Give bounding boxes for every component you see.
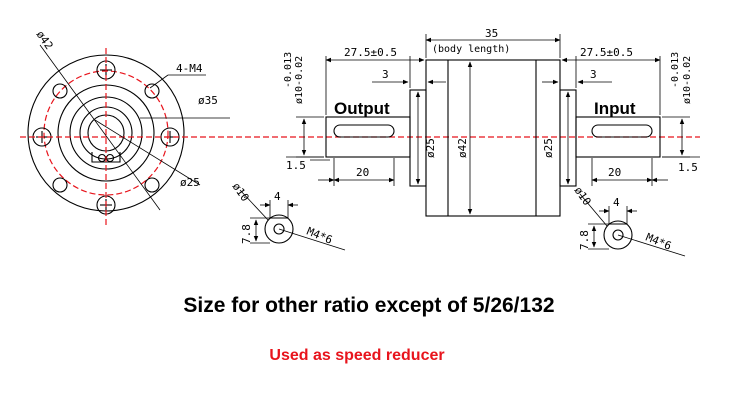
dim-key-offset-right: 1.5 [678, 161, 698, 174]
shaft-section-right: ø10 4 7.8 M4*6 [572, 184, 686, 257]
sec-dia-left: ø10 [230, 180, 252, 204]
tol-left-lower: ø10-0.02 [294, 56, 305, 104]
sec-flat-right: 4 [613, 196, 620, 209]
tol-left-upper: -0.013 [283, 52, 294, 88]
input-shaft [575, 116, 661, 158]
sec-thread-left: M4*6 [305, 225, 334, 247]
output-shaft [325, 116, 411, 158]
side-view: ø25 ø42 ø25 35 (body length) 27.5±0.5 3 … [283, 27, 700, 217]
dim-boss-front: ø25 [180, 176, 200, 189]
dim-shaft-left: 27.5±0.5 [344, 46, 397, 59]
input-label: Input [594, 99, 636, 118]
main-caption: Size for other ratio except of 5/26/132 [183, 294, 555, 317]
sub-caption: Used as speed reducer [269, 347, 445, 364]
dim-step-left: 3 [382, 68, 389, 81]
output-key-slot [333, 124, 395, 138]
input-key-slot [591, 124, 653, 138]
dim-key-len-left: 20 [356, 166, 369, 179]
sec-dia-right: ø10 [572, 184, 594, 208]
body-length-note: (body length) [432, 44, 510, 55]
sec-thread-right: M4*6 [644, 231, 673, 253]
dim-pitch-circle: ø35 [198, 94, 218, 107]
shaft-section-left: ø10 4 7.8 M4*6 [230, 180, 346, 251]
tol-right-upper: -0.013 [670, 52, 681, 88]
dim-body-length: 35 [485, 27, 498, 40]
gearbox-body [425, 59, 561, 217]
output-label: Output [334, 99, 390, 118]
dim-key-offset-left: 1.5 [286, 159, 306, 172]
dim-step-right: 3 [590, 68, 597, 81]
sec-h-right: 7.8 [578, 230, 591, 250]
dim-key-len-right: 20 [608, 166, 621, 179]
dim-body-dia: ø42 [456, 138, 469, 158]
dim-hub-right: ø25 [542, 138, 555, 158]
dim-shaft-right: 27.5±0.5 [580, 46, 633, 59]
dim-holes: 4-M4 [176, 62, 203, 75]
technical-drawing: ø42 4-M4 ø35 ø25 ø25 ø42 ø25 35 (body le… [20, 27, 700, 257]
tol-right-lower: ø10-0.02 [682, 56, 693, 104]
sec-h-left: 7.8 [240, 224, 253, 244]
dim-hub-left: ø25 [424, 138, 437, 158]
front-view: ø42 4-M4 ø35 ø25 [20, 28, 700, 225]
sec-flat-left: 4 [274, 190, 281, 203]
dim-flange-outer: ø42 [34, 28, 56, 52]
